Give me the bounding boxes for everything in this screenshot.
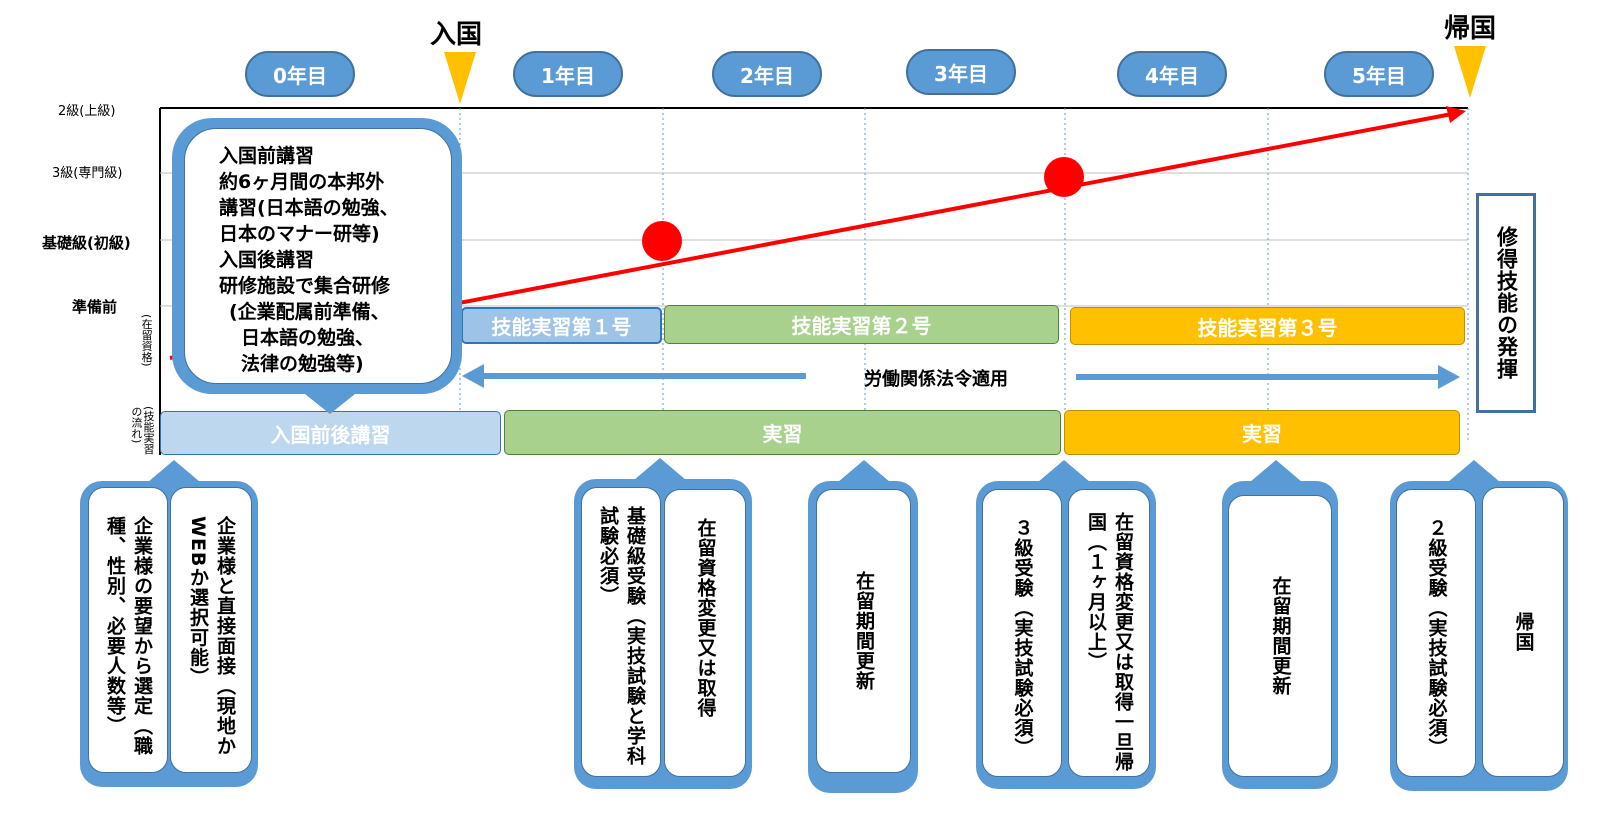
callout-1-left-text: 企業様の要望から選定（職種、性別、必要人数等） [104,516,153,756]
callout-text: 入国前講習 約6ヶ月間の本邦外 講習(日本語の勉強、 日本のマナー研等) 入国後… [184,128,452,384]
skill-exercise-box: 修得技能の発揮 [1476,193,1536,413]
level-expert-label: 3級(専門級) [52,166,123,181]
callout-2-left-text: 基礎級受験（実技試験と学科試験必須） [597,506,646,766]
flow-bar-practice-2: 実習 [1064,410,1460,455]
year-0-pill: 0年目 [245,51,355,97]
callout-line: 法律の勉強等) [241,353,364,375]
callout-5: 在留期間更新 [1228,495,1332,777]
milestone-basic [642,221,682,261]
callout-6-left-text: ２級受験（実技試験必須） [1425,518,1448,758]
callout-line: 日本のマナー研等) [219,223,380,245]
callout-pointer-1 [148,460,200,482]
callout-6-left: ２級受験（実技試験必須） [1396,489,1476,777]
level-prep-label: 準備前 [72,298,118,316]
law-arrow-left-head [462,364,484,388]
year-1-pill: 1年目 [513,51,623,97]
year-4-pill: 4年目 [1117,51,1227,97]
milestone-expert [1044,157,1084,197]
status-bar-no1: 技能実習第１号 [461,307,662,344]
callout-1-left: 企業様の要望から選定（職種、性別、必要人数等） [88,487,168,773]
callout-1-right-text: 企業様と直接面接（現地かWEBか選択可能） [187,516,236,756]
law-label: 労働関係法令適用 [864,369,1008,390]
callout-line: 約6ヶ月間の本邦外 [219,171,385,193]
flow-bar-practice-1: 実習 [504,410,1061,455]
return-marker-label: 帰国 [1444,14,1497,44]
flow-side-label: (技能実習の流れ) [129,406,155,455]
return-marker-icon [1454,46,1486,98]
skill-progress-arrowhead [1446,106,1466,123]
callout-line: 入国後講習 [219,249,315,271]
entry-marker-label: 入国 [430,20,483,50]
callout-pointer-6 [1448,460,1500,482]
callout-2-right: 在留資格変更又は取得 [664,489,746,777]
callout-line: (企業配属前準備、 [229,301,390,323]
callout-line: 入国前講習 [219,145,315,167]
callout-6-right-text: 帰国 [1512,612,1535,652]
callout-4-right: 在留資格変更又は取得一旦帰国（１ヶ月以上） [1068,489,1150,777]
status-bar-no2: 技能実習第２号 [664,305,1059,344]
callout-pointer-2 [634,458,686,480]
callout-3-text: 在留期間更新 [853,571,875,691]
callout-6-right: 帰国 [1482,487,1564,777]
callout-4-left: ３級受験（実技試験必須） [982,489,1062,777]
callout-line: 講習(日本語の勉強、 [219,197,399,219]
callout-tail [300,390,360,414]
callout-pointer-4 [1038,460,1090,482]
entry-marker-icon [444,52,476,104]
callout-2-right-text: 在留資格変更又は取得 [694,518,717,718]
level-advanced-label: 2級(上級) [58,104,116,119]
skill-exercise-text: 修得技能の発揮 [1494,226,1519,380]
callout-1-right: 企業様と直接面接（現地かWEBか選択可能） [170,487,252,773]
level-basic-label: 基礎級(初級) [42,234,131,252]
callout-4-left-text: ３級受験（実技試験必須） [1011,518,1034,758]
year-3-pill: 3年目 [906,49,1016,95]
status-side-label: (在留資格) [140,314,154,367]
status-bar-no3: 技能実習第３号 [1070,307,1465,345]
pre-entry-training-callout: 入国前講習 約6ヶ月間の本邦外 講習(日本語の勉強、 日本のマナー研等) 入国後… [172,118,462,414]
callout-line: 日本語の勉強、 [241,327,375,349]
callout-line: 研修施設で集合研修 [219,275,391,297]
year-2-pill: 2年目 [712,51,822,97]
callout-pointer-3 [838,460,890,482]
law-arrow-right-head [1438,365,1460,389]
year-5-pill: 5年目 [1324,51,1434,97]
callout-pointer-5 [1250,460,1302,482]
callout-2-left: 基礎級受験（実技試験と学科試験必須） [581,487,661,777]
callout-4-right-text: 在留資格変更又は取得一旦帰国（１ヶ月以上） [1085,512,1134,772]
callout-3: 在留期間更新 [816,489,911,773]
flow-bar-training: 入国前後講習 [160,411,501,455]
callout-5-text: 在留期間更新 [1269,576,1292,696]
